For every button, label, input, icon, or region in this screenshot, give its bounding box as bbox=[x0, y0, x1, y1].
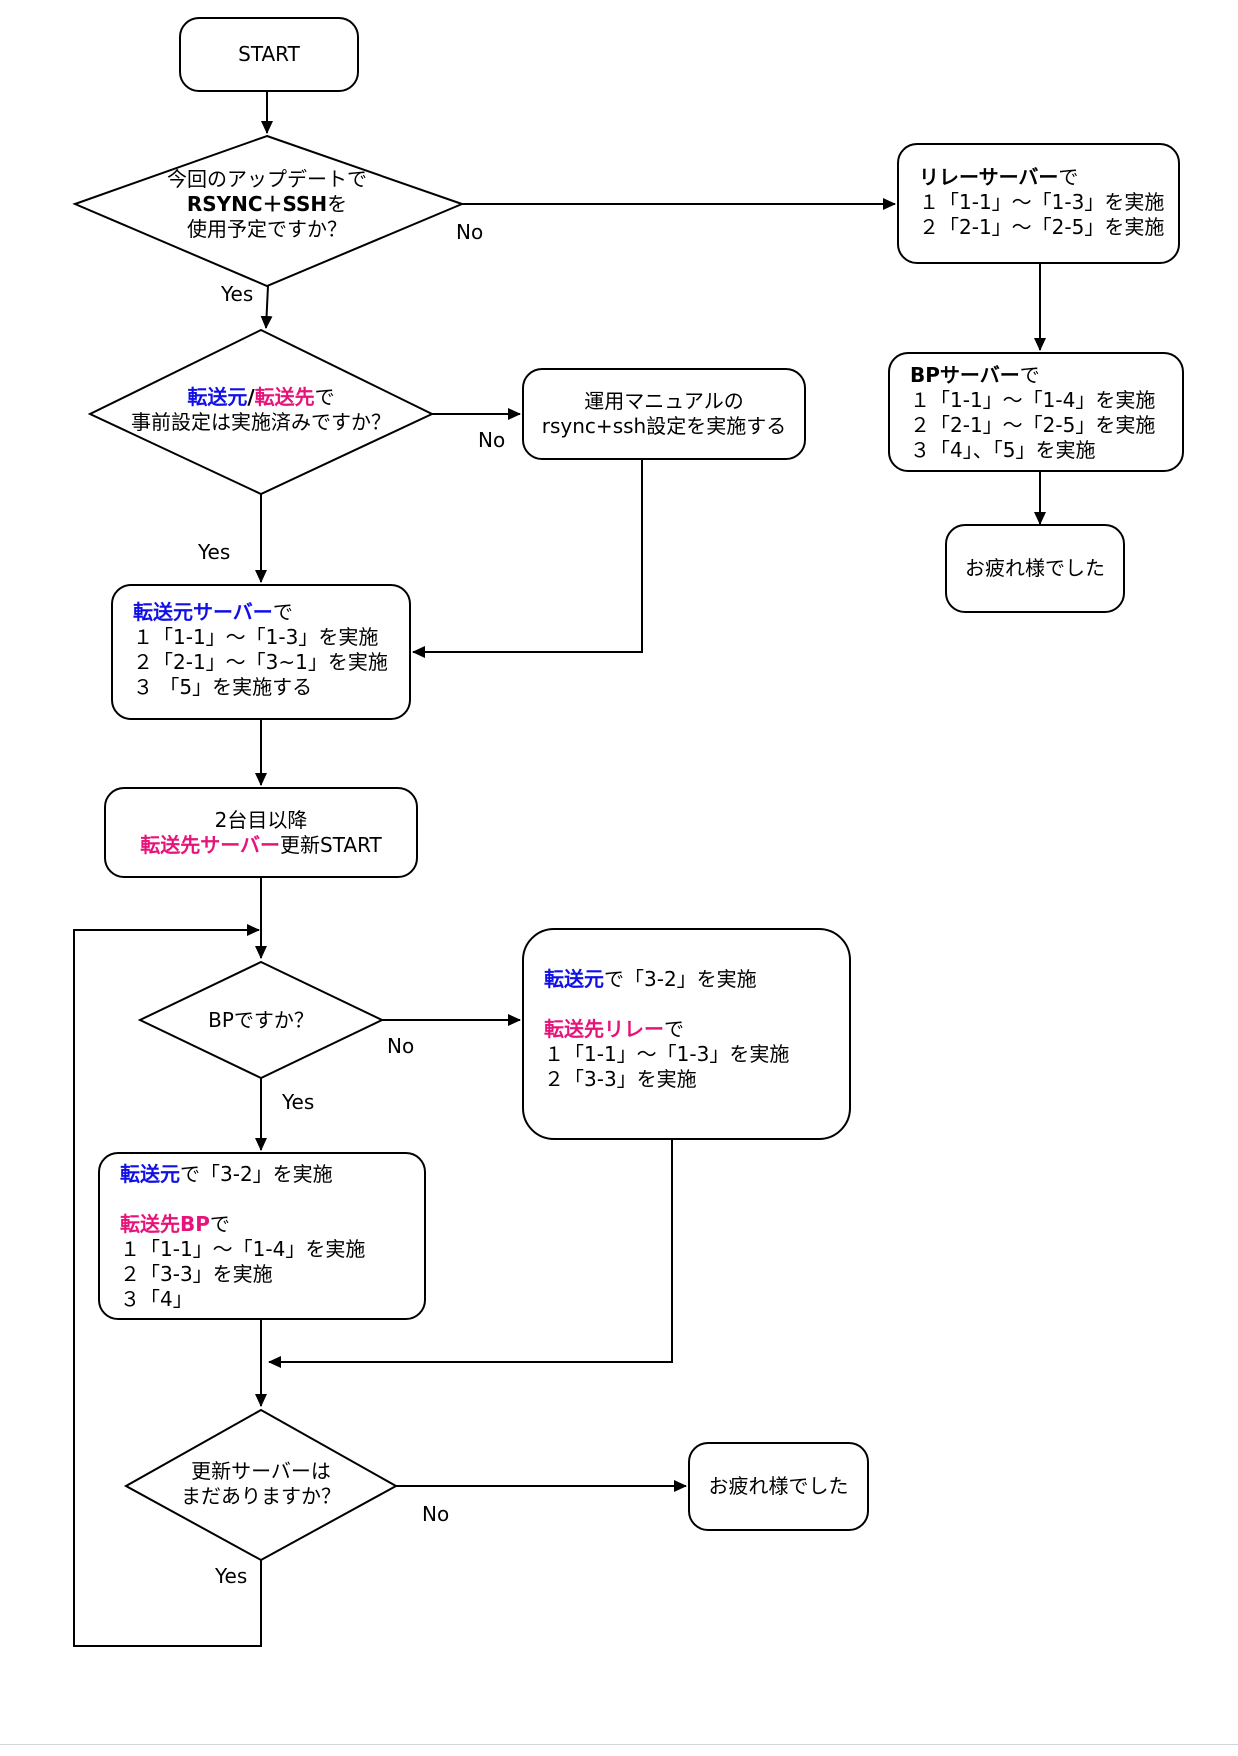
relay-destination-src-suffix: で「3-2」を実施 bbox=[604, 967, 757, 991]
decision-bp-yes-label: Yes bbox=[282, 1090, 315, 1114]
bp-server-head: BPサーバーで bbox=[910, 363, 1162, 388]
done-node-bottom: お疲れ様でした bbox=[688, 1442, 869, 1531]
relay-destination-dst-line: 転送先リレーで bbox=[544, 1017, 829, 1042]
decision-more-servers-line1: 更新サーバーは bbox=[191, 1459, 331, 1483]
source-server-step2: ２「2-1」～「3~1」を実施 bbox=[133, 650, 388, 674]
bp-destination-dst-text: 転送先BP bbox=[120, 1212, 210, 1236]
decision-bp-label: BPですか？ bbox=[208, 1007, 314, 1032]
decision-presetup-no-label: No bbox=[478, 428, 506, 452]
bp-server-step2: ２「2-1」～「2-5」を実施 bbox=[910, 413, 1156, 437]
relay-server-step1: １「1-1」～「1-3」を実施 bbox=[919, 190, 1165, 214]
relay-server-head: リレーサーバーで bbox=[919, 165, 1158, 190]
second-server-dst-text: 転送先サーバー bbox=[140, 832, 281, 857]
relay-destination-step2: ２「3-3」を実施 bbox=[544, 1067, 697, 1091]
decision-rsync-line1: 今回のアップデートで bbox=[167, 166, 367, 191]
source-server-step3: ３ 「5」を実施する bbox=[133, 675, 313, 699]
bp-destination-src-text: 転送元 bbox=[120, 1162, 180, 1186]
decision-presetup-text: 転送元/転送先で 事前設定は実施済みですか？ bbox=[111, 380, 411, 440]
rsync-ssh-text: RSYNC＋SSH bbox=[186, 191, 328, 216]
source-server-box: 転送元サーバーで １「1-1」～「1-3」を実施 ２「2-1」～「3~1」を実施… bbox=[111, 584, 411, 720]
source-server-head: 転送元サーバーで bbox=[133, 600, 389, 625]
relay-destination-dst-suffix: で bbox=[664, 1017, 684, 1041]
relay-server-head-name: リレーサーバー bbox=[919, 165, 1059, 189]
page-bottom-divider bbox=[0, 1744, 1238, 1745]
relay-destination-dst-text: 転送先リレー bbox=[544, 1017, 664, 1041]
decision-bp-no-label: No bbox=[387, 1034, 415, 1058]
decision-more-servers-no-label: No bbox=[422, 1502, 450, 1526]
presetup-slash: / bbox=[247, 385, 255, 409]
bp-destination-step2: ２「3-3」を実施 bbox=[120, 1262, 273, 1286]
relay-destination-box: 転送元で「3-2」を実施 転送先リレーで １「1-1」～「1-3」を実施 ２「3… bbox=[522, 928, 851, 1140]
source-server-step1: １「1-1」～「1-3」を実施 bbox=[133, 625, 379, 649]
source-server-head-name: 転送元サーバー bbox=[133, 600, 273, 624]
relay-destination-src-text: 転送元 bbox=[544, 967, 604, 991]
done-top-label: お疲れ様でした bbox=[965, 556, 1105, 580]
relay-server-box: リレーサーバーで １「1-1」～「1-3」を実施 ２「2-1」～「2-5」を実施 bbox=[897, 143, 1180, 264]
bp-destination-spacer bbox=[120, 1187, 404, 1212]
bp-destination-step1: １「1-1」～「1-4」を実施 bbox=[120, 1237, 366, 1261]
rsync-ssh-suffix: を bbox=[327, 191, 348, 216]
bp-server-step1: １「1-1」～「1-4」を実施 bbox=[910, 388, 1156, 412]
source-server-head-suffix: で bbox=[272, 600, 293, 624]
decision-rsync-line2: RSYNC＋SSHを bbox=[187, 192, 347, 217]
decision-more-servers-yes-label: Yes bbox=[215, 1564, 248, 1588]
bp-destination-box: 転送元で「3-2」を実施 転送先BPで １「1-1」～「1-4」を実施 ２「3-… bbox=[98, 1152, 426, 1320]
bp-destination-step3: ３「4」 bbox=[120, 1287, 193, 1311]
decision-more-servers-text: 更新サーバーは まだありますか？ bbox=[151, 1454, 371, 1514]
bp-server-head-suffix: で bbox=[1019, 363, 1040, 387]
second-server-line1: 2台目以降 bbox=[214, 807, 308, 832]
bp-destination-src-suffix: で「3-2」を実施 bbox=[180, 1162, 333, 1186]
decision-rsync-no-label: No bbox=[456, 220, 484, 244]
bp-destination-dst-suffix: で bbox=[209, 1212, 230, 1236]
decision-rsync-text: 今回のアップデートで RSYNC＋SSHを 使用予定ですか？ bbox=[117, 160, 417, 248]
presetup-suffix: で bbox=[314, 385, 335, 409]
decision-presetup-line1: 転送元/転送先で bbox=[187, 385, 334, 410]
manual-setup-line2: rsync+ssh設定を実施する bbox=[541, 414, 787, 438]
decision-rsync-yes-label: Yes bbox=[221, 282, 254, 306]
relay-destination-src-line: 転送元で「3-2」を実施 bbox=[544, 967, 829, 992]
decision-rsync-line3: 使用予定ですか？ bbox=[187, 216, 347, 241]
bp-server-step3: ３「4」、「5」を実施 bbox=[910, 438, 1096, 462]
relay-server-step2: ２「2-1」～「2-5」を実施 bbox=[919, 215, 1165, 239]
bp-destination-dst-line: 転送先BPで bbox=[120, 1212, 404, 1237]
start-node: START bbox=[179, 17, 359, 92]
bp-server-box: BPサーバーで １「1-1」～「1-4」を実施 ２「2-1」～「2-5」を実施 … bbox=[888, 352, 1184, 472]
decision-presetup-line2: 事前設定は実施済みですか？ bbox=[131, 410, 391, 434]
manual-setup-box: 運用マニュアルの rsync+ssh設定を実施する bbox=[522, 368, 806, 460]
decision-bp-text: BPですか？ bbox=[171, 1004, 351, 1036]
relay-destination-step1: １「1-1」～「1-3」を実施 bbox=[544, 1042, 790, 1066]
relay-destination-spacer bbox=[544, 992, 829, 1017]
relay-server-head-suffix: で bbox=[1058, 165, 1079, 189]
decision-more-servers-line2: まだありますか？ bbox=[181, 1484, 341, 1508]
start-label: START bbox=[238, 42, 300, 66]
second-server-line2: 転送先サーバー更新START bbox=[140, 833, 382, 858]
done-bottom-label: お疲れ様でした bbox=[708, 1474, 849, 1498]
second-server-start-box: 2台目以降 転送先サーバー更新START bbox=[104, 787, 418, 878]
bp-server-head-name: BPサーバー bbox=[910, 363, 1020, 387]
presetup-dst-text: 転送先 bbox=[254, 385, 315, 409]
bp-destination-src-line: 転送元で「3-2」を実施 bbox=[120, 1162, 404, 1187]
manual-setup-line1: 運用マニュアルの bbox=[584, 389, 744, 413]
presetup-src-text: 転送元 bbox=[187, 385, 248, 409]
decision-presetup-yes-label: Yes bbox=[198, 540, 231, 564]
done-node-top: お疲れ様でした bbox=[945, 524, 1125, 613]
second-server-suffix: 更新START bbox=[280, 832, 382, 857]
